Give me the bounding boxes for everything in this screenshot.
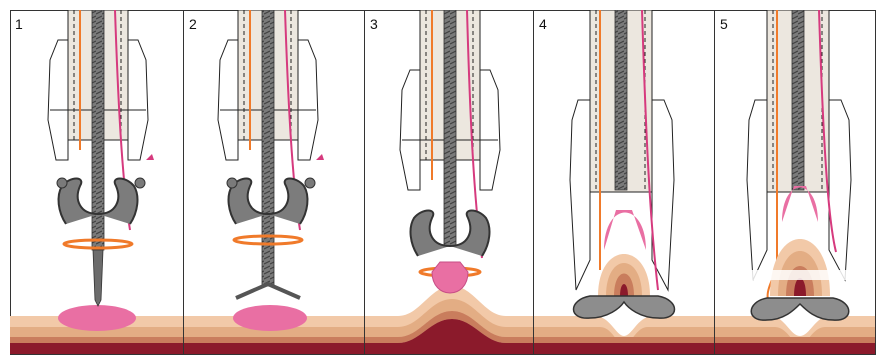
step-number-4: 4 [539, 16, 547, 32]
needle-icon [93, 250, 103, 306]
step-number-3: 3 [370, 16, 378, 32]
tissue-mid-layer [10, 327, 364, 337]
clip-device-icon [744, 10, 875, 320]
clip-device-icon [218, 10, 324, 298]
lesion-panel-2 [233, 305, 307, 331]
step-number-5: 5 [720, 16, 728, 32]
step-number-2: 2 [189, 16, 197, 32]
clip-device-icon [48, 10, 154, 306]
step-number-1: 1 [15, 16, 23, 32]
clip-device-icon [570, 10, 675, 318]
tissue-layers [10, 286, 877, 356]
lesion-panel-1 [58, 305, 136, 331]
tissue-inner-layer [10, 337, 364, 343]
anchor-icon [236, 284, 300, 298]
clip-device-icon [400, 10, 500, 293]
